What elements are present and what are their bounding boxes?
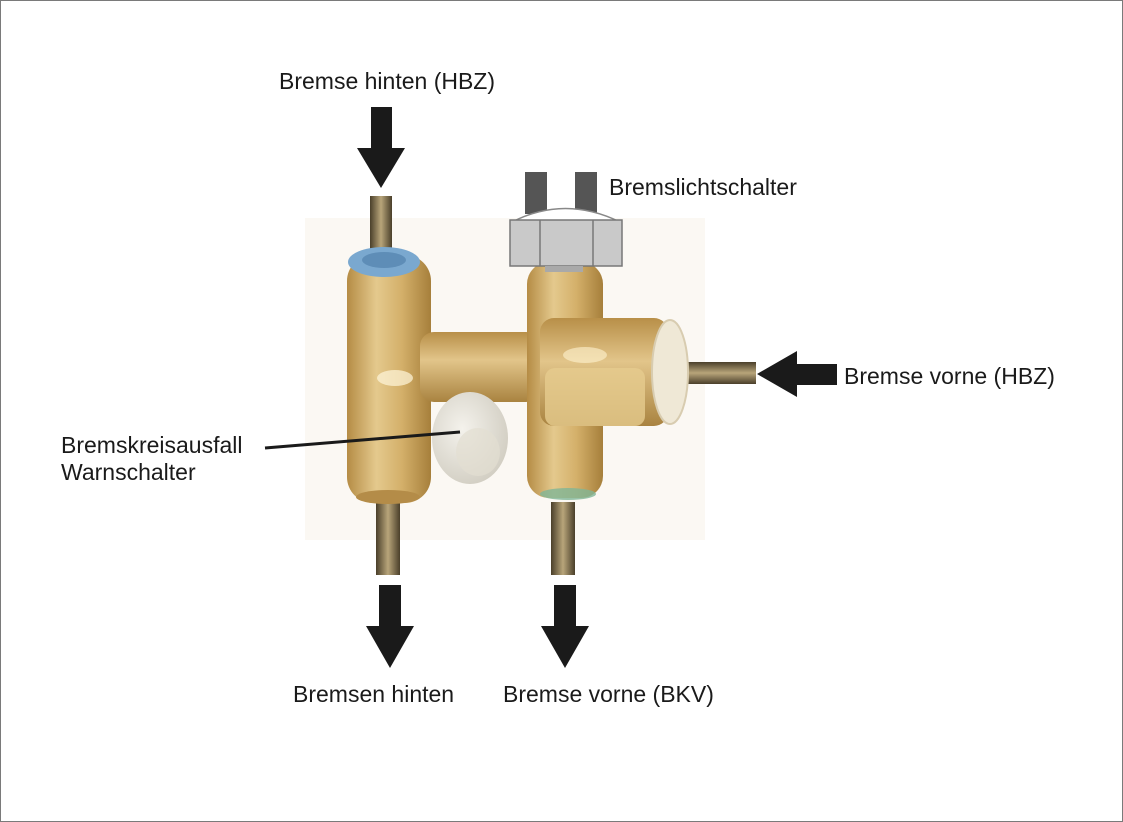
- label-bremse-vorne-bkv: Bremse vorne (BKV): [503, 681, 714, 707]
- arrow-down-top: [357, 107, 405, 188]
- pipe-bottom-left: [376, 500, 400, 575]
- label-warnschalter-line1: Bremskreisausfall: [61, 432, 243, 458]
- warning-switch: [432, 392, 508, 484]
- label-warnschalter-line2: Warnschalter: [61, 459, 196, 485]
- pipe-bottom-right: [551, 502, 575, 575]
- pipe-top-left: [370, 196, 392, 254]
- valve-body: [347, 255, 689, 504]
- arrow-down-bottom-right: [541, 585, 589, 668]
- label-bremslichtschalter: Bremslichtschalter: [609, 174, 797, 200]
- label-bremsen-hinten: Bremsen hinten: [293, 681, 455, 707]
- brake-light-switch: [509, 172, 623, 272]
- label-bremse-hinten-hbz: Bremse hinten (HBZ): [279, 68, 496, 94]
- arrow-left-right-side: [757, 351, 837, 397]
- pipe-right: [682, 362, 756, 384]
- label-bremse-vorne-hbz: Bremse vorne (HBZ): [844, 363, 1055, 389]
- warnschalter-leader-line: [264, 430, 461, 450]
- arrow-down-bottom-left: [366, 585, 414, 668]
